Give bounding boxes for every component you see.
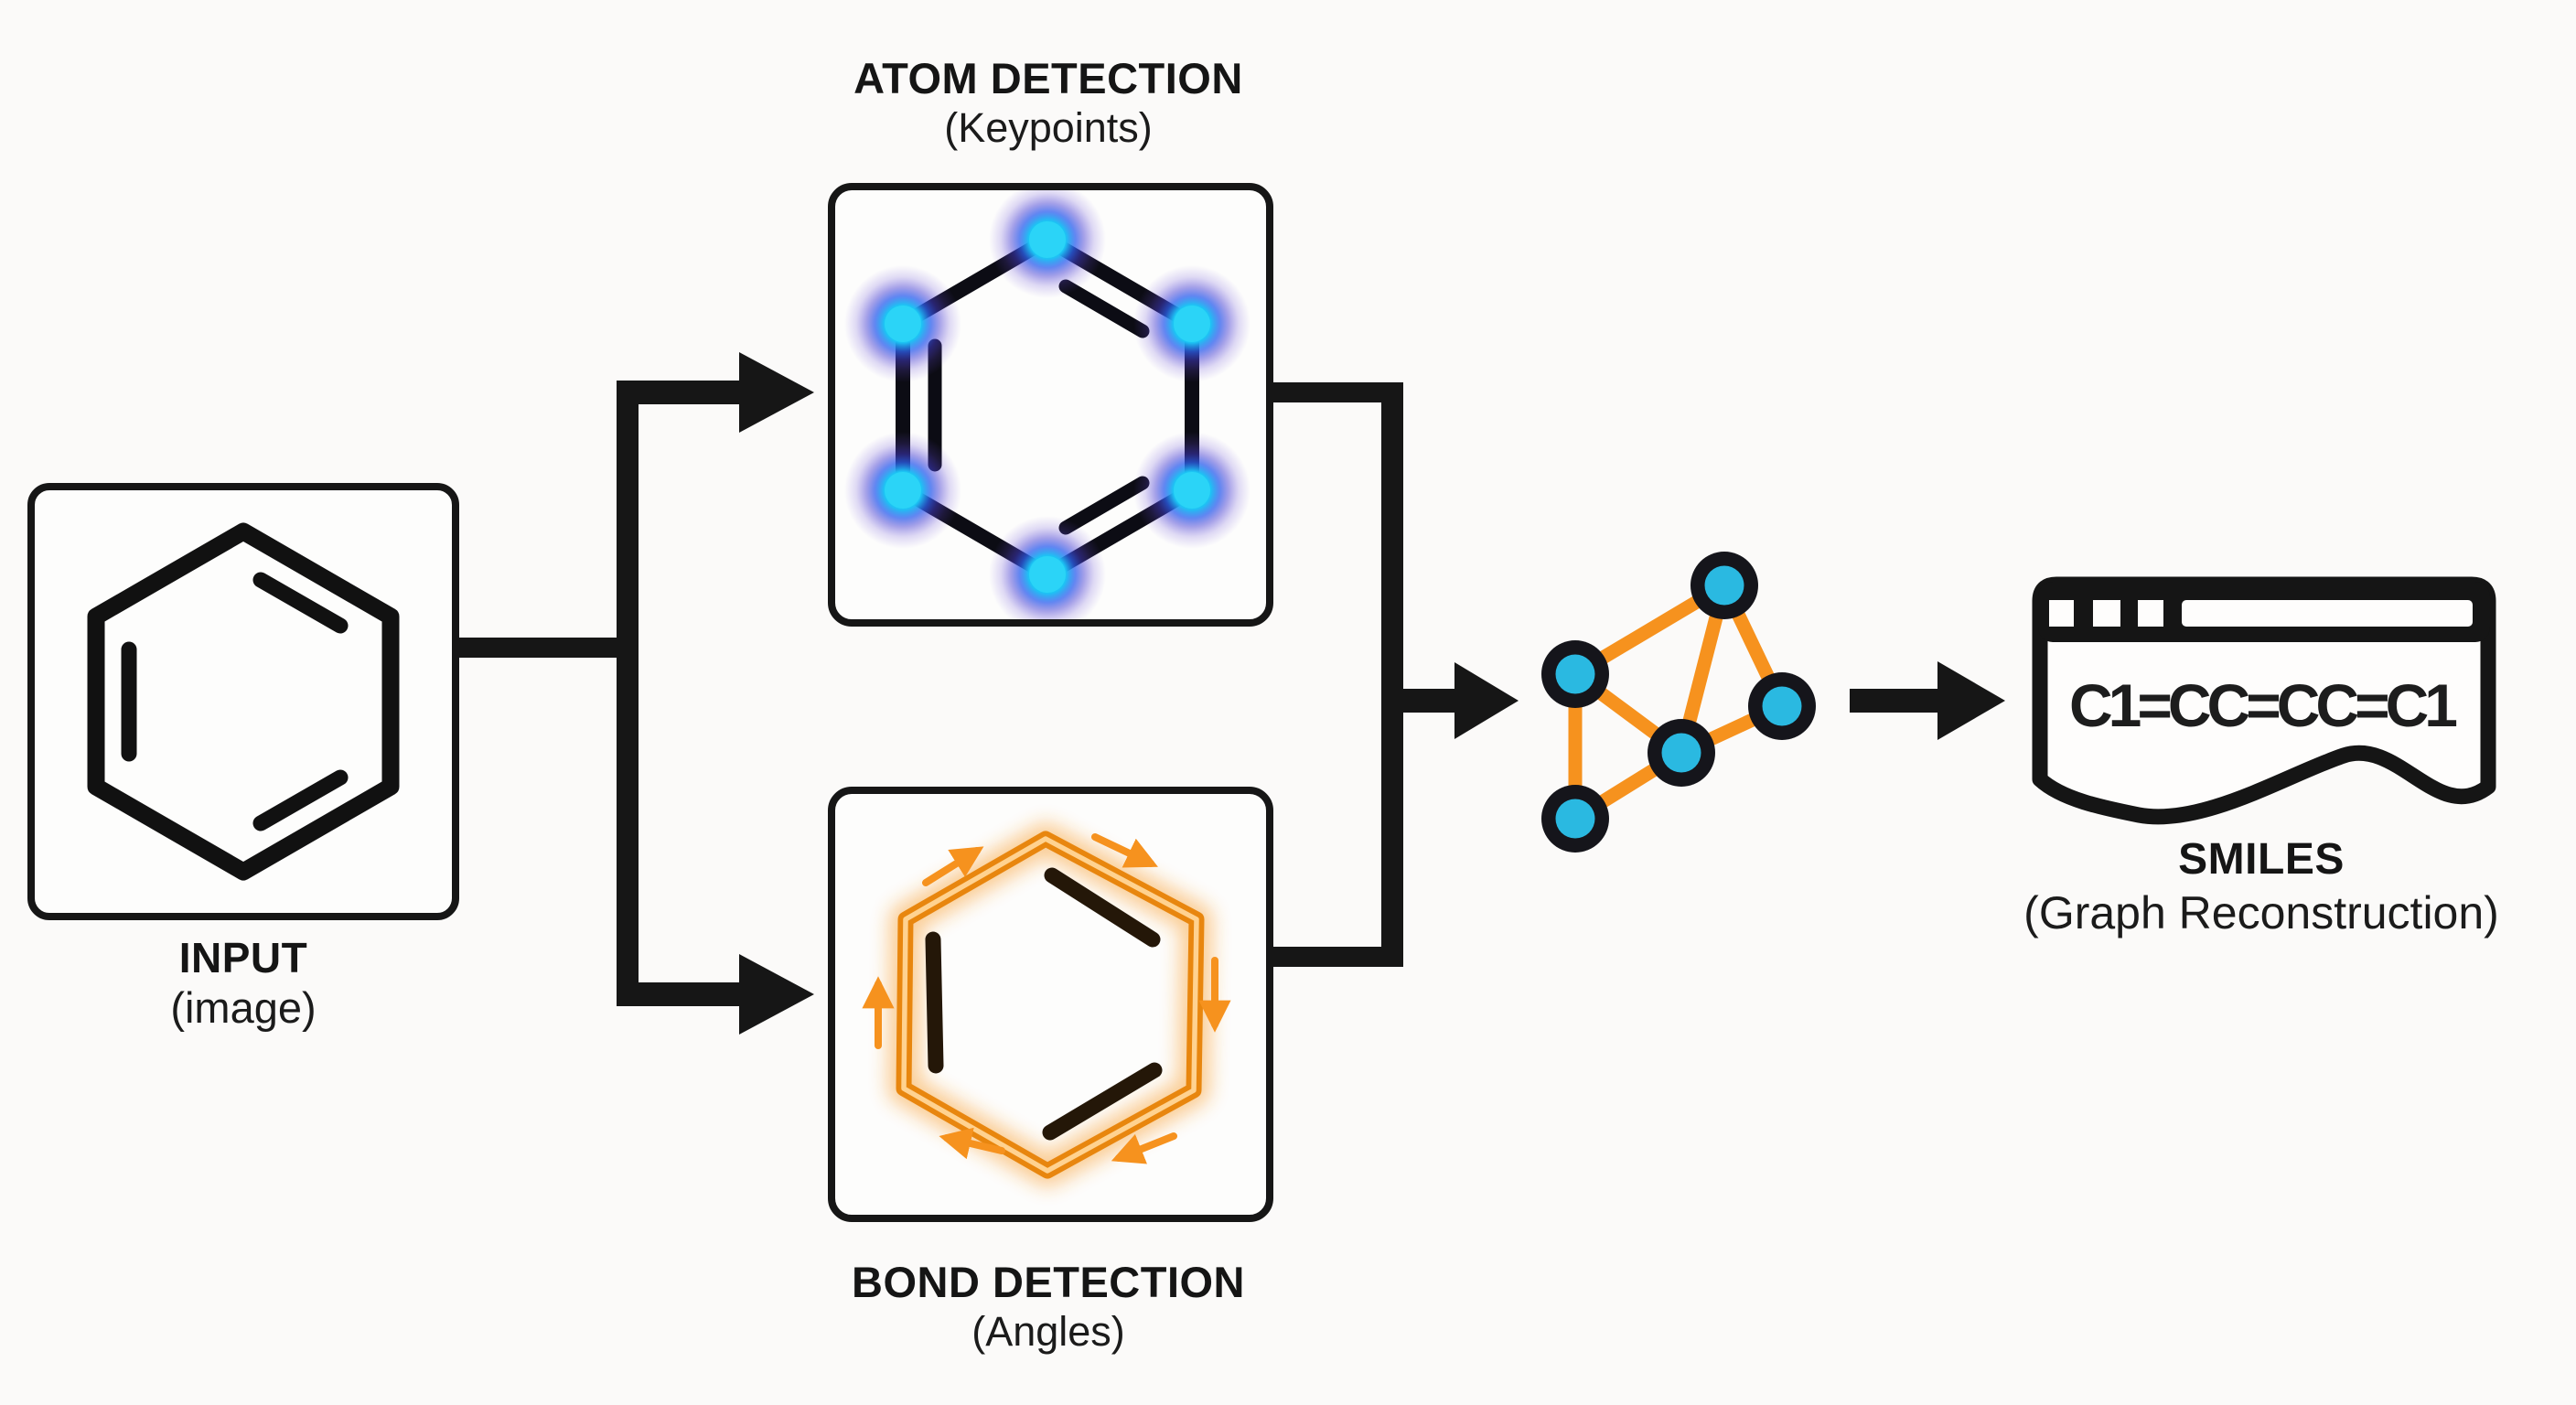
bond-detection-panel <box>828 787 1273 1222</box>
double-bond-marks <box>925 867 1163 1141</box>
benzene-bond-angles-icon <box>862 822 1231 1187</box>
input-image-panel <box>27 483 459 920</box>
smiles-subtitle: (Graph Reconstruction) <box>2023 886 2499 938</box>
arrowhead-to-graph <box>1454 662 1519 739</box>
benzene-keypoints-icon <box>844 190 1250 619</box>
angle-direction-arrows <box>862 833 1231 1164</box>
atom-keypoints <box>844 190 1250 619</box>
smiles-string: C1=CC=CC=C1 <box>2068 671 2458 739</box>
atom-detection-title: ATOM DETECTION <box>853 54 1243 102</box>
bond-detection-subtitle: (Angles) <box>971 1308 1125 1356</box>
input-title: INPUT <box>178 934 308 981</box>
titlebar-address-bar <box>2182 600 2473 627</box>
atom-detection-caption: ATOM DETECTION (Keypoints) <box>728 53 1368 153</box>
atom-detection-subtitle: (Keypoints) <box>944 104 1153 152</box>
input-caption: INPUT (image) <box>0 933 518 1034</box>
arrowhead-to-atom-box <box>739 352 814 433</box>
molecular-graph-icon <box>1541 552 1816 853</box>
input-subtitle: (image) <box>170 983 317 1033</box>
smiles-caption: SMILES (Graph Reconstruction) <box>1987 834 2536 940</box>
bond-detection-caption: BOND DETECTION (Angles) <box>728 1257 1368 1357</box>
smiles-title: SMILES <box>2178 835 2345 884</box>
bond-detection-title: BOND DETECTION <box>852 1258 1245 1306</box>
smiles-document-icon <box>2032 576 2496 825</box>
benzene-structure-icon <box>87 522 400 881</box>
arrowhead-to-smiles <box>1937 661 2005 740</box>
arrowhead-to-bond-box <box>739 954 814 1035</box>
atom-detection-panel <box>828 183 1273 627</box>
titlebar-buttons <box>2049 600 2473 627</box>
graph-nodes <box>1541 552 1816 853</box>
